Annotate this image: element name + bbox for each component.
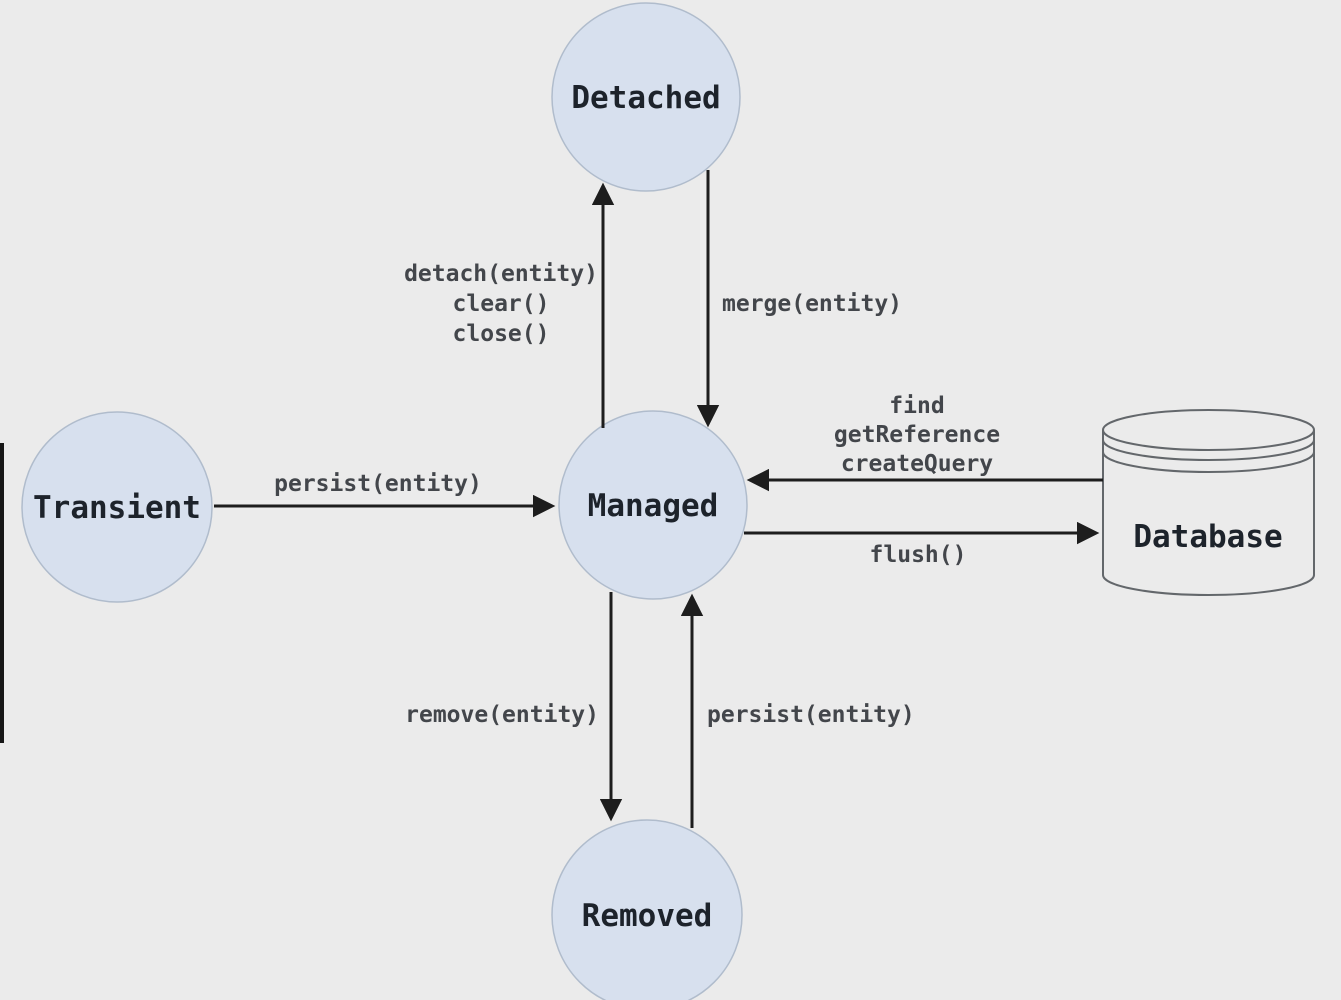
label-merge: merge(entity) <box>722 291 902 317</box>
label-load-group: find getReference createQuery <box>834 393 1000 477</box>
detached-label: Detached <box>571 80 720 116</box>
label-clear: clear() <box>453 291 550 317</box>
database-cylinder-ring-2 <box>1102 451 1315 473</box>
managed-circle <box>558 410 748 600</box>
state-node-detached: Detached <box>551 2 741 192</box>
transient-circle <box>21 411 213 603</box>
transient-label: Transient <box>33 490 201 526</box>
label-getreference: getReference <box>834 422 1000 448</box>
state-node-transient: Transient <box>21 411 213 603</box>
removed-circle <box>551 819 743 1000</box>
label-createquery: createQuery <box>841 451 993 477</box>
removed-label: Removed <box>582 898 713 934</box>
database-cylinder-body <box>1102 430 1315 596</box>
database-cylinder-top <box>1102 409 1315 451</box>
label-close: close() <box>453 321 550 347</box>
managed-label: Managed <box>588 488 719 524</box>
label-detach-group: detach(entity) clear() close() <box>404 261 598 347</box>
database-cylinder-ring-1 <box>1102 439 1315 461</box>
state-node-managed: Managed <box>558 410 748 600</box>
label-find: find <box>889 393 944 419</box>
label-flush: flush() <box>870 542 967 568</box>
label-persist-removed: persist(entity) <box>707 702 915 728</box>
label-remove: remove(entity) <box>405 702 599 728</box>
database-node: Database <box>1102 409 1315 596</box>
state-node-removed: Removed <box>551 819 743 1000</box>
label-detach: detach(entity) <box>404 261 598 287</box>
left-edge-artifact <box>0 443 4 743</box>
database-label: Database <box>1133 519 1282 555</box>
detached-circle <box>551 2 741 192</box>
label-persist-transient: persist(entity) <box>274 471 482 497</box>
